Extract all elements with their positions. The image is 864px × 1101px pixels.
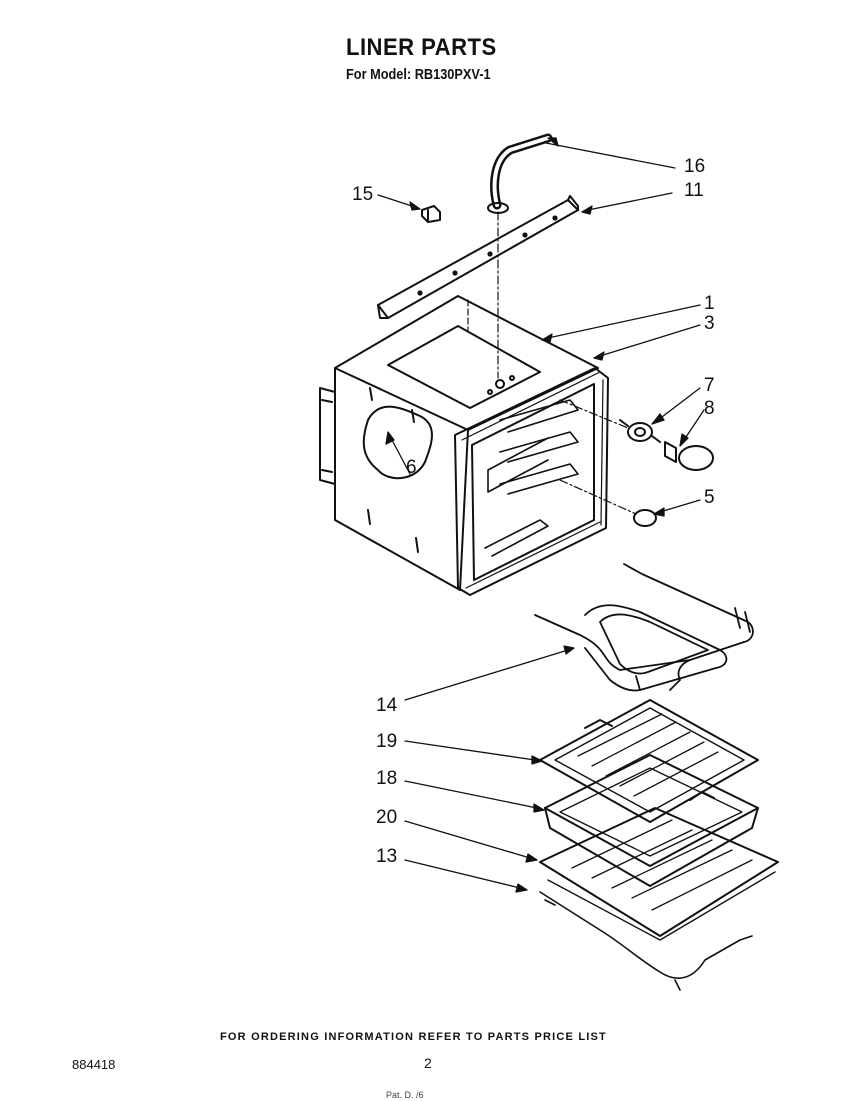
part-13-rack-wire	[539, 891, 753, 991]
leader-lines	[377, 137, 705, 893]
callout-7: 7	[704, 375, 715, 396]
part-7-lamp-socket	[619, 419, 661, 443]
part-19-broiler-grid	[539, 699, 759, 823]
part-8-lamp-bulb	[664, 441, 714, 471]
callout-20: 20	[376, 807, 398, 828]
part-5-lens-cover	[633, 509, 657, 527]
callout-19: 19	[376, 731, 398, 752]
part-3-front-gasket	[454, 367, 609, 596]
part-14-bake-element	[534, 563, 754, 692]
callout-3: 3	[704, 313, 715, 334]
callout-1: 1	[704, 293, 715, 314]
callout-14: 14	[376, 695, 398, 716]
callout-16: 16	[684, 156, 706, 177]
part-20-oven-rack	[539, 807, 779, 941]
print-mark: Pat. D. /6	[386, 1090, 424, 1100]
callout-6: 6	[406, 457, 417, 478]
callout-18: 18	[376, 768, 398, 789]
ordering-note: FOR ORDERING INFORMATION REFER TO PARTS …	[220, 1031, 607, 1043]
lamp-guide-line	[559, 399, 629, 429]
part-11-bracket	[377, 195, 579, 319]
lens-guide-line	[559, 479, 637, 515]
model-subtitle: For Model: RB130PXV-1	[346, 66, 491, 83]
callout-11: 11	[684, 180, 704, 201]
liner-interior-racks	[484, 399, 579, 557]
document-number: 884418	[72, 1057, 116, 1072]
callout-15: 15	[352, 184, 374, 205]
callout-13: 13	[376, 846, 398, 867]
callout-5: 5	[704, 487, 715, 508]
callout-8: 8	[704, 398, 715, 419]
part-1-oven-liner	[319, 295, 599, 591]
part-15-clip	[421, 205, 441, 223]
part-16-element-tube	[487, 133, 553, 214]
page-number: 2	[424, 1055, 432, 1071]
page-title: LINER PARTS	[346, 34, 497, 61]
